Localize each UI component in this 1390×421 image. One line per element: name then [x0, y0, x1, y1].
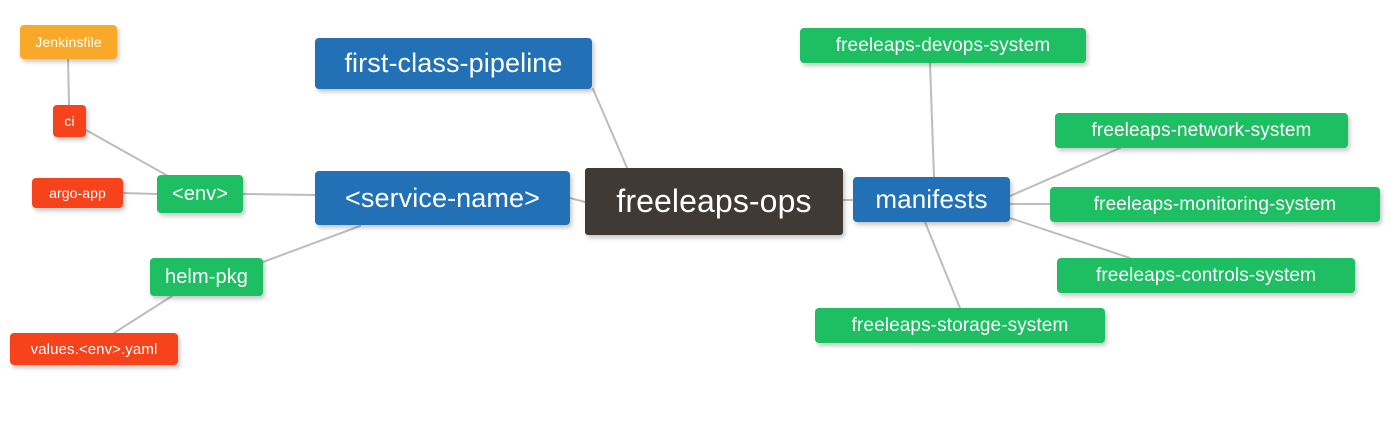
mindmap-node-values-yaml[interactable]: values.<env>.yaml [10, 333, 178, 365]
mindmap-node-freeleaps-network-system[interactable]: freeleaps-network-system [1055, 113, 1348, 148]
mindmap-node-argo-app[interactable]: argo-app [32, 178, 123, 208]
mindmap-node-first-class-pipeline[interactable]: first-class-pipeline [315, 38, 592, 89]
mindmap-node-helm-pkg[interactable]: helm-pkg [150, 258, 263, 296]
mindmap-node-env[interactable]: <env> [157, 175, 243, 213]
mindmap-node-jenkinsfile[interactable]: Jenkinsfile [20, 25, 117, 59]
mindmap-node-freeleaps-storage-system[interactable]: freeleaps-storage-system [815, 308, 1105, 343]
mindmap-node-manifests[interactable]: manifests [853, 177, 1010, 222]
mindmap-node-ci[interactable]: ci [53, 105, 86, 137]
mindmap-node-freeleaps-devops-system[interactable]: freeleaps-devops-system [800, 28, 1086, 63]
mindmap-node-freeleaps-monitoring-system[interactable]: freeleaps-monitoring-system [1050, 187, 1380, 222]
mindmap-node-freeleaps-controls-system[interactable]: freeleaps-controls-system [1057, 258, 1355, 293]
mindmap-node-freeleaps-ops[interactable]: freeleaps-ops [585, 168, 843, 235]
mindmap-node-service-name[interactable]: <service-name> [315, 171, 570, 225]
